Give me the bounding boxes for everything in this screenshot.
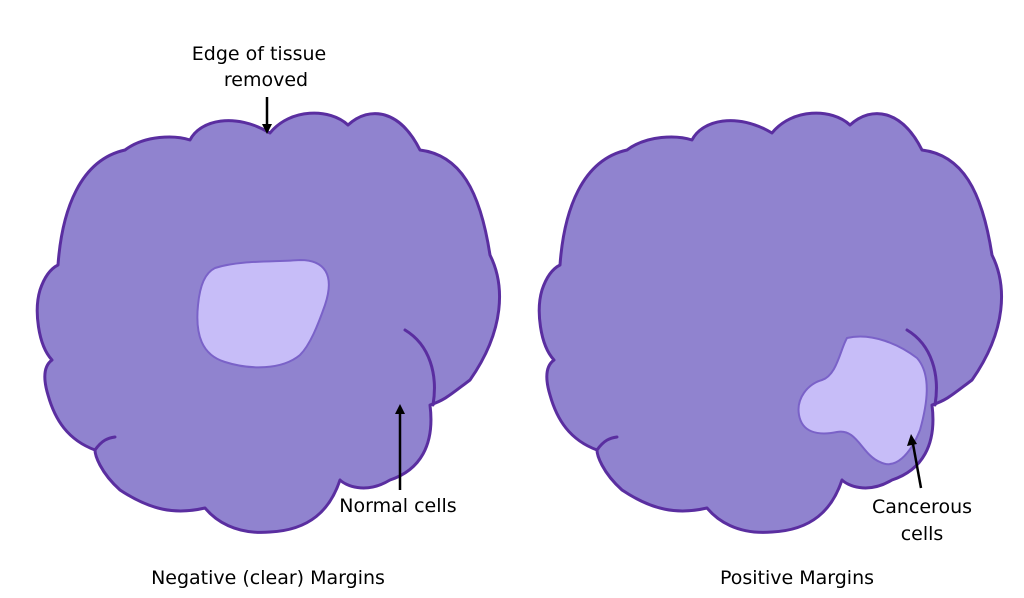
cancerous-label-line2: cells [901,523,944,545]
edge-label-line2: removed [224,69,308,91]
negative-margin-tissue [35,111,502,534]
cancerous-cells-arrow [907,434,923,489]
positive-margins-caption: Positive Margins [720,567,874,589]
cancerous-region-right [797,335,928,466]
positive-margin-tissue [537,111,1004,534]
edge-label-line1: Edge of tissue [192,43,326,65]
cancerous-region-left [196,258,330,369]
normal-cells-label: Normal cells [339,495,456,517]
tissue-sample-right [537,111,1004,534]
normal-cells-arrow [395,404,405,490]
negative-margins-caption: Negative (clear) Margins [151,567,385,589]
cancerous-label-line1: Cancerous [872,496,972,518]
edge-arrow [262,97,272,134]
